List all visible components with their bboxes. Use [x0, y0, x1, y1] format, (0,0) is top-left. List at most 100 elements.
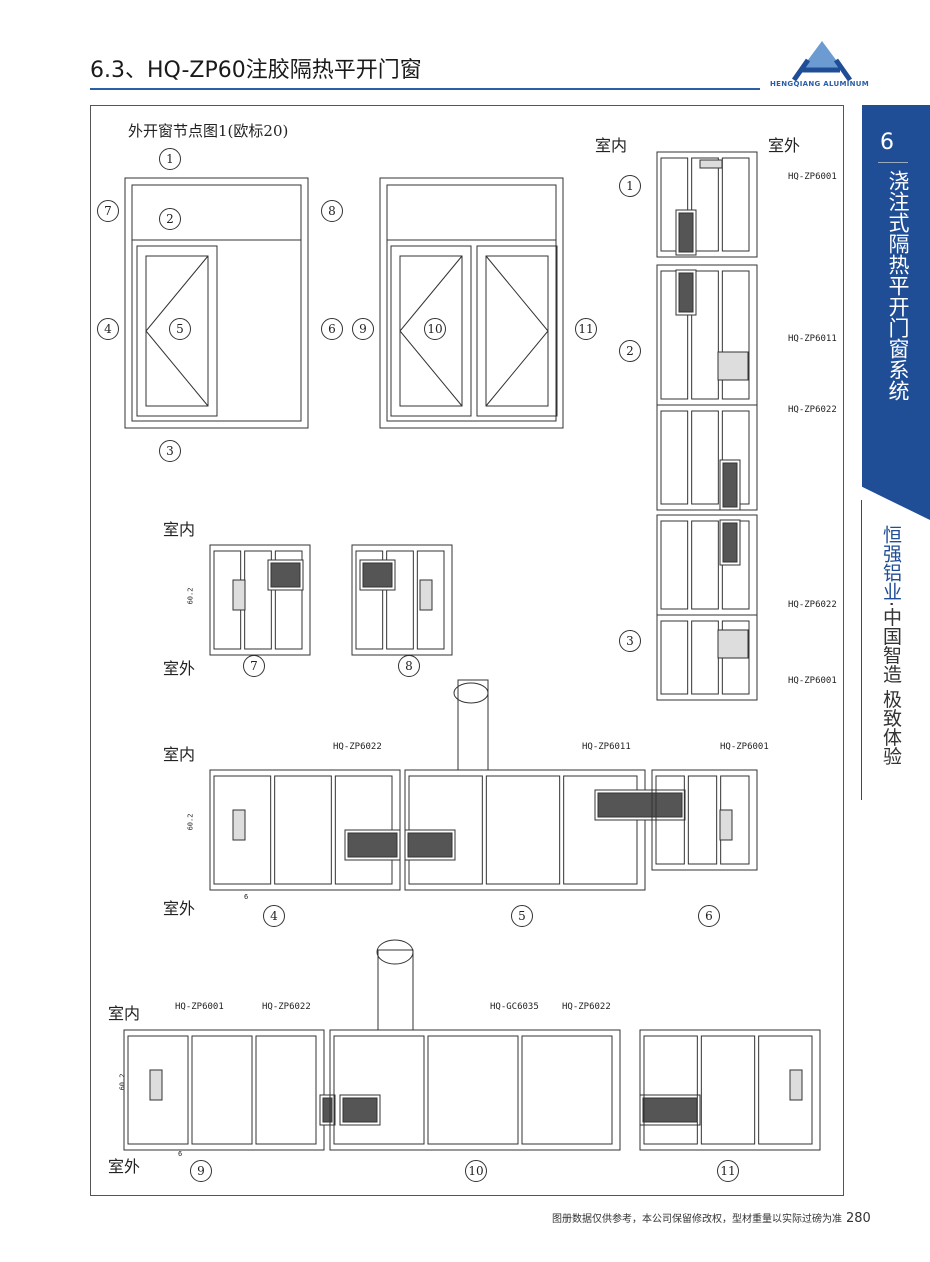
indoor-label: 室内	[595, 136, 628, 155]
profile-code: HQ-ZP6022	[562, 1002, 611, 1012]
chapter-number: 6	[880, 130, 894, 155]
window-inner-frame	[386, 184, 557, 422]
section-6	[651, 769, 758, 871]
section-9	[123, 1029, 325, 1151]
section-marker-9: 9	[190, 1160, 212, 1182]
profile-chamber	[274, 550, 303, 650]
page-number: 280	[846, 1211, 871, 1226]
profile-chamber	[427, 1035, 519, 1145]
glass-spacer	[270, 562, 301, 588]
dimension-label: 60.2	[118, 1073, 127, 1091]
node-marker-3: 3	[159, 440, 181, 462]
profile-chamber	[691, 157, 719, 252]
thermal-break-gasket	[232, 809, 246, 841]
profile-chamber	[691, 520, 719, 610]
glass-spacer	[407, 832, 453, 858]
node-marker-11: 11	[575, 318, 597, 340]
section-marker-4: 4	[263, 905, 285, 927]
profile-chamber	[660, 157, 689, 252]
section-8	[351, 544, 453, 656]
chapter-divider	[878, 162, 908, 163]
profile-code: HQ-ZP6011	[582, 742, 631, 752]
outdoor-label: 室外	[163, 659, 196, 678]
page-title: 6.3、HQ-ZP60注胶隔热平开门窗	[90, 58, 422, 83]
section-marker-10: 10	[465, 1160, 487, 1182]
section-profile-transom	[656, 264, 758, 406]
profile-code: HQ-ZP6001	[720, 742, 769, 752]
handle	[377, 949, 414, 1031]
profile-chamber	[127, 1035, 189, 1145]
section-marker-1: 1	[619, 175, 641, 197]
node-marker-1: 1	[159, 148, 181, 170]
profile-code: HQ-ZP6022	[262, 1002, 311, 1012]
sash-inner	[485, 255, 549, 407]
sash	[476, 245, 558, 417]
glass-spacer	[722, 462, 738, 508]
dimension-label: 60.2	[186, 813, 195, 831]
node-marker-6: 6	[321, 318, 343, 340]
drawing-frame	[90, 105, 844, 1196]
window-inner-frame	[131, 184, 302, 422]
profile-chamber	[563, 775, 638, 885]
profile-code: HQ-ZP6001	[788, 676, 837, 686]
profile-chamber	[700, 1035, 756, 1145]
slogan: 中国智造 极致体验	[880, 607, 902, 766]
glass-spacer	[342, 1097, 378, 1123]
thermal-break-gasket	[232, 579, 246, 611]
profile-chamber	[660, 270, 689, 400]
section-marker-2: 2	[619, 340, 641, 362]
section-marker-3: 3	[619, 630, 641, 652]
indoor-label: 室内	[163, 520, 196, 539]
profile-code: HQ-ZP6022	[333, 742, 382, 752]
node-marker-2: 2	[159, 208, 181, 230]
profile-chamber	[274, 775, 332, 885]
section-profile-sill	[656, 614, 758, 701]
thermal-break-gasket	[149, 1069, 163, 1101]
section-profile-head	[656, 151, 758, 258]
indoor-label: 室内	[163, 745, 196, 764]
profile-chamber	[660, 410, 689, 505]
profile-chamber	[355, 550, 384, 650]
footer-note: 图册数据仅供参考，本公司保留修改权，型材重量以实际过磅为准	[552, 1214, 842, 1225]
dimension-label: 6	[178, 1150, 183, 1158]
glass-spacer	[597, 792, 683, 818]
profile-chamber	[643, 1035, 698, 1145]
profile-chamber	[660, 620, 689, 695]
profile-code: HQ-GC6035	[490, 1002, 539, 1012]
node-marker-10: 10	[424, 318, 446, 340]
footer: 图册数据仅供参考，本公司保留修改权，型材重量以实际过磅为准 280	[552, 1210, 871, 1226]
profile-chamber	[485, 775, 561, 885]
dimension-label: 6	[244, 893, 249, 901]
handle-knob	[453, 682, 489, 704]
node-marker-9: 9	[352, 318, 374, 340]
handle-knob	[376, 939, 414, 965]
opening-indicator	[485, 255, 549, 407]
side-rule	[861, 500, 862, 800]
chapter-title: 浇注式隔热平开门窗系统	[886, 170, 910, 401]
logo-text: HENGQIANG ALUMINUM	[770, 80, 870, 88]
profile-chamber	[416, 550, 445, 650]
profile-chamber	[660, 520, 689, 610]
opening-indicator	[399, 255, 463, 407]
profile-chamber	[721, 157, 750, 252]
node-marker-4: 4	[97, 318, 119, 340]
title-rule	[90, 88, 760, 90]
section-7	[209, 544, 311, 656]
profile-code: HQ-ZP6022	[788, 405, 837, 415]
thermal-break-gasket	[717, 351, 749, 381]
thermal-break-gasket	[419, 579, 433, 611]
section-10	[329, 1029, 621, 1151]
profile-chamber	[244, 550, 272, 650]
profile-chamber	[721, 270, 750, 400]
outdoor-label: 室外	[108, 1157, 141, 1176]
window-elevation-frame	[379, 177, 564, 429]
outdoor-label: 室外	[163, 899, 196, 918]
profile-chamber	[521, 1035, 613, 1145]
indoor-label: 室内	[108, 1004, 141, 1023]
brand-name: 恒强铝业	[880, 525, 902, 601]
glass-spacer	[678, 272, 694, 313]
handle	[457, 679, 489, 771]
chapter-tab	[862, 105, 930, 520]
